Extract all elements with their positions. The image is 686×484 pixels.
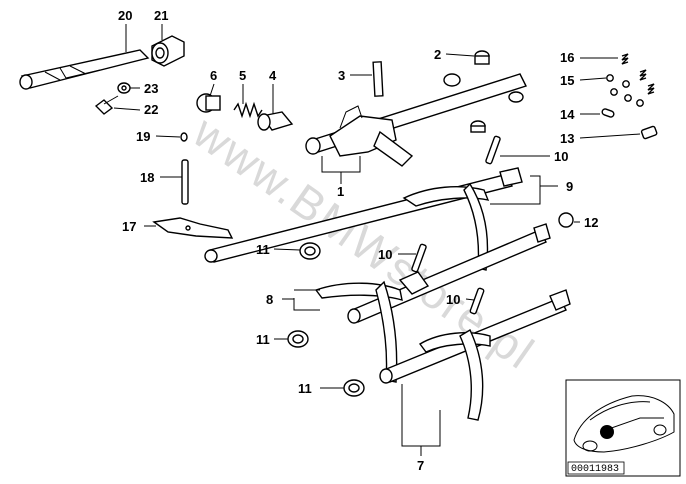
- reference-code: 00011983: [571, 464, 619, 475]
- callout-10-lower: 10: [446, 292, 460, 307]
- callout-15: 15: [560, 73, 574, 88]
- part-16-spring[interactable]: [621, 53, 655, 95]
- part-4-detent-pin[interactable]: [257, 111, 294, 131]
- part-10-roll-pin[interactable]: [411, 135, 501, 315]
- callout-13: 13: [560, 131, 574, 146]
- callout-10-top: 10: [554, 149, 568, 164]
- callout-8: 8: [266, 292, 273, 307]
- part-1-shift-rail[interactable]: [305, 73, 527, 167]
- part-13-sleeve[interactable]: [640, 125, 658, 140]
- callout-22: 22: [144, 102, 158, 117]
- part-14-pin[interactable]: [601, 108, 615, 118]
- callout-3: 3: [338, 68, 345, 83]
- callout-5: 5: [239, 68, 246, 83]
- part-23-washer[interactable]: [117, 82, 131, 94]
- part-6-pin[interactable]: [196, 93, 221, 113]
- callout-19: 19: [136, 129, 150, 144]
- callout-1: 1: [337, 184, 344, 199]
- callout-4: 4: [269, 68, 277, 83]
- callout-18: 18: [140, 170, 154, 185]
- location-marker: [600, 425, 614, 439]
- callout-11-middle: 11: [256, 332, 270, 347]
- part-17-plate[interactable]: [152, 217, 234, 239]
- part-5-spring[interactable]: [233, 101, 263, 119]
- rail-bushing-c[interactable]: [470, 120, 486, 133]
- car-outline-icon: [573, 395, 675, 453]
- part-20-selector-shaft[interactable]: [19, 49, 150, 90]
- leader-lines: [113, 24, 641, 456]
- callout-23: 23: [144, 81, 158, 96]
- callout-21: 21: [154, 8, 168, 23]
- callout-12: 12: [584, 215, 598, 230]
- part-9-shift-rail-fork[interactable]: [204, 167, 523, 271]
- part-15-ball[interactable]: [606, 74, 644, 107]
- vehicle-location-inset: 00011983: [565, 379, 681, 477]
- callout-20: 20: [118, 8, 132, 23]
- part-19-clip[interactable]: [180, 132, 188, 142]
- part-18-pin[interactable]: [181, 159, 189, 205]
- callout-14: 14: [560, 107, 575, 122]
- part-3-pin[interactable]: [372, 61, 384, 97]
- part-12-bushing[interactable]: [558, 212, 574, 228]
- callout-9: 9: [566, 179, 573, 194]
- callout-2: 2: [434, 47, 441, 62]
- part-8-shift-rail-fork[interactable]: [314, 223, 551, 383]
- callout-11-top: 11: [256, 242, 270, 257]
- callout-17: 17: [122, 219, 136, 234]
- callout-labels: 20 21 23 22 6 5 4 3 2 16 15 14 13 19 18 …: [118, 8, 598, 473]
- part-7-shift-rail-fork[interactable]: [379, 289, 571, 421]
- rail-end-bushing-a[interactable]: [443, 73, 461, 87]
- callout-16: 16: [560, 50, 574, 65]
- part-2-bushing[interactable]: [474, 50, 490, 65]
- callout-11-lower: 11: [298, 381, 312, 396]
- callout-10-middle: 10: [378, 247, 392, 262]
- part-21-bushing[interactable]: [151, 35, 185, 67]
- part-22-screw[interactable]: [94, 95, 119, 115]
- callout-6: 6: [210, 68, 217, 83]
- callout-7: 7: [417, 458, 424, 473]
- rail-end-bushing-b[interactable]: [508, 91, 524, 103]
